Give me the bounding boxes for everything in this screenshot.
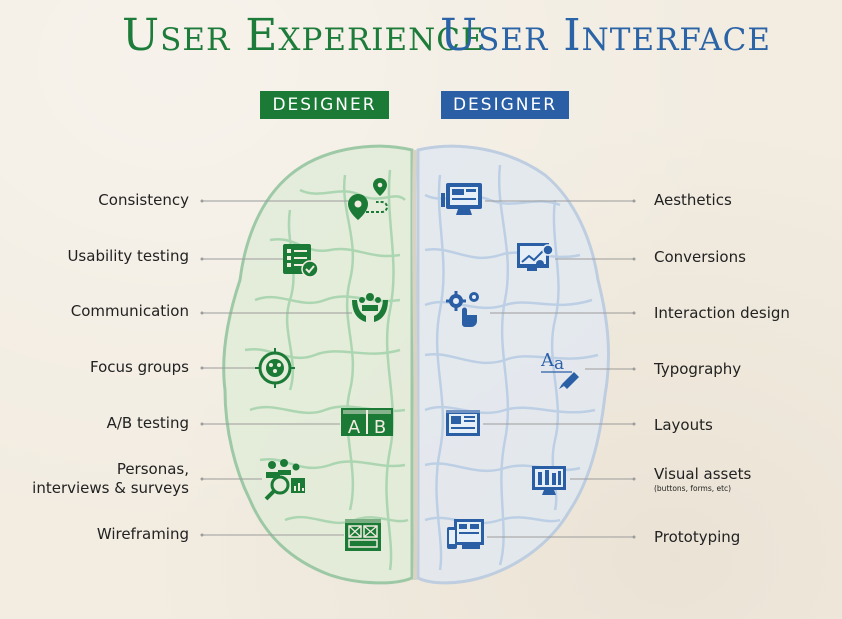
chart-growth-icon xyxy=(517,243,554,271)
svg-text:a: a xyxy=(554,354,564,374)
label-wireframing: Wireframing xyxy=(96,525,189,543)
label-visual-assets: Visual assets (buttons, forms, etc) xyxy=(654,465,751,493)
label-ab-testing: A/B testing xyxy=(106,414,189,432)
svg-text:A: A xyxy=(348,417,361,438)
label-aesthetics: Aesthetics xyxy=(654,191,732,209)
label-prototyping: Prototyping xyxy=(654,528,741,546)
layout-icon xyxy=(446,410,480,436)
ux-designer-badge: DESIGNER xyxy=(260,91,389,119)
ux-connectors xyxy=(202,200,352,536)
label-usability-testing: Usability testing xyxy=(67,247,189,265)
wireframe-icon xyxy=(345,519,381,551)
checklist-icon xyxy=(283,244,319,278)
right-hemisphere xyxy=(416,144,611,585)
ui-connectors xyxy=(483,200,634,538)
gear-touch-icon xyxy=(446,291,479,327)
target-group-icon xyxy=(255,348,295,388)
label-personas: Personas, interviews & surveys xyxy=(32,460,189,498)
team-hands-icon xyxy=(352,293,388,322)
brain-divider xyxy=(412,149,418,581)
prototype-icon xyxy=(447,519,484,549)
svg-text:B: B xyxy=(374,417,386,438)
label-visual-assets-main: Visual assets xyxy=(654,465,752,483)
map-pin-route-icon xyxy=(348,178,388,220)
ui-title: User Interface xyxy=(440,10,771,61)
ui-connector-dots xyxy=(632,199,636,539)
visual-assets-icon xyxy=(532,466,566,495)
label-personas-line2: interviews & surveys xyxy=(32,479,189,497)
label-conversions: Conversions xyxy=(654,248,746,266)
svg-text:A: A xyxy=(540,350,555,371)
label-consistency: Consistency xyxy=(98,191,189,209)
label-layouts: Layouts xyxy=(654,416,713,434)
label-focus-groups: Focus groups xyxy=(90,358,189,376)
typography-pen-icon: A a xyxy=(540,350,579,389)
label-typography: Typography xyxy=(654,360,742,378)
label-communication: Communication xyxy=(70,302,189,320)
label-personas-line1: Personas, xyxy=(116,460,189,478)
label-visual-assets-sub: (buttons, forms, etc) xyxy=(654,484,732,493)
ab-test-icon: A B xyxy=(341,408,393,438)
persona-search-icon xyxy=(264,459,305,501)
label-interaction-design: Interaction design xyxy=(654,304,790,322)
monitor-design-icon xyxy=(441,183,482,215)
ux-title: User Experience xyxy=(122,10,485,61)
ux-connector-dots xyxy=(200,199,204,537)
ui-designer-badge: DESIGNER xyxy=(441,91,569,119)
